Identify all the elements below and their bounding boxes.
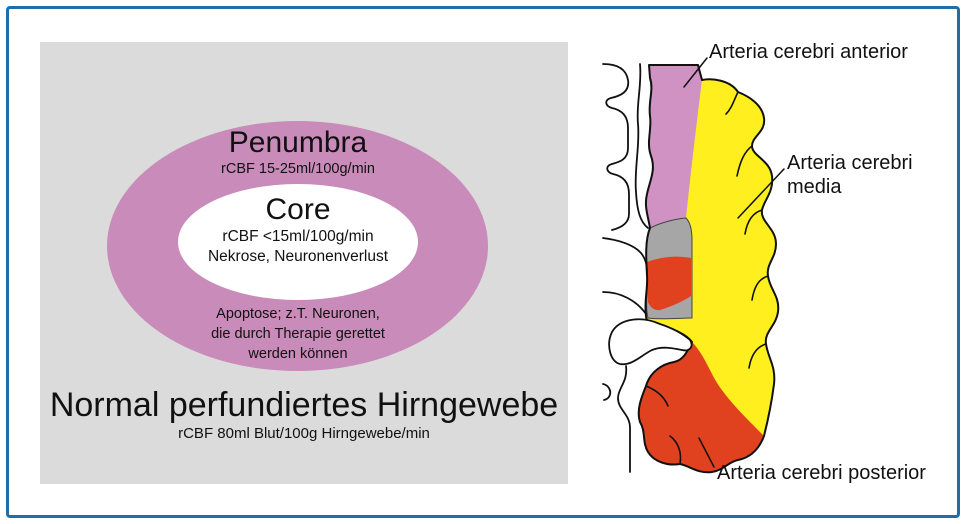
- normal-tissue-rcbf: rCBF 80ml Blut/100g Hirngewebe/min: [40, 424, 568, 444]
- penumbra-title: Penumbra: [148, 125, 448, 161]
- label-media-line: Arteria cerebri: [787, 151, 913, 175]
- medial-contour: [603, 64, 629, 230]
- label-arteria-cerebri-media: Arteria cerebri media: [787, 151, 913, 199]
- label-arteria-cerebri-posterior: Arteria cerebri posterior: [717, 461, 926, 485]
- penumbra-description-line: die durch Therapie gerettet: [148, 324, 448, 344]
- core-title: Core: [148, 192, 448, 228]
- core-rcbf: rCBF <15ml/100g/min: [148, 227, 448, 247]
- penumbra-description-line: werden können: [148, 344, 448, 364]
- medial-contour: [603, 384, 610, 400]
- medial-contour: [618, 366, 630, 472]
- label-arteria-cerebri-anterior: Arteria cerebri anterior: [709, 40, 908, 64]
- callosal-contour: [603, 238, 647, 272]
- penumbra-description: Apoptose; z.T. Neuronen, die durch Thera…: [148, 304, 448, 364]
- normal-tissue-title: Normal perfundiertes Hirngewebe: [40, 386, 568, 424]
- penumbra-rcbf: rCBF 15-25ml/100g/min: [148, 159, 448, 179]
- label-media-line: media: [787, 175, 913, 199]
- medial-contour: [603, 292, 646, 314]
- penumbra-description-line: Apoptose; z.T. Neuronen,: [148, 304, 448, 324]
- core-description: Nekrose, Neuronenverlust: [148, 247, 448, 267]
- brain-coronal-section: [590, 40, 790, 485]
